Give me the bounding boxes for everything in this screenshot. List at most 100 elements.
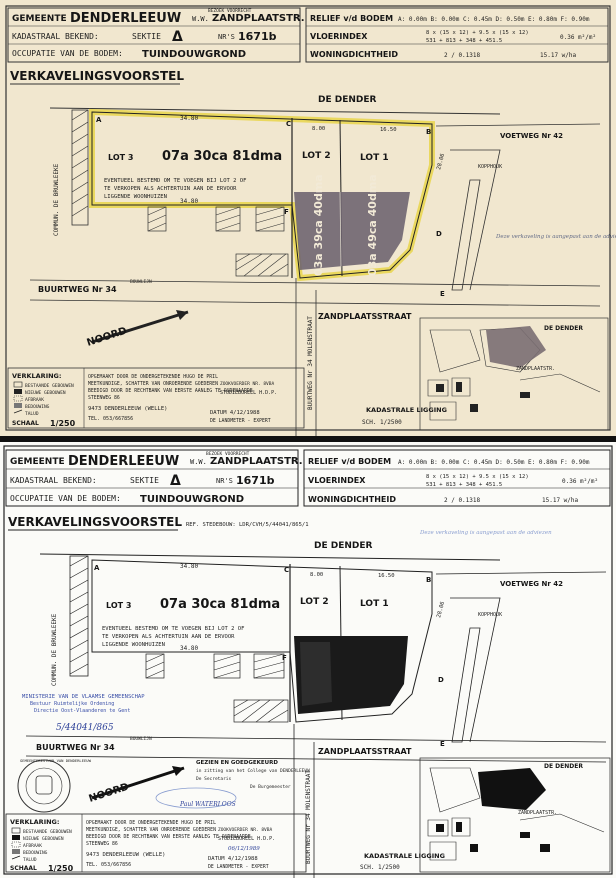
corner-d-b: D <box>438 676 444 684</box>
kadaster-scale-b: SCH. 1/2500 <box>360 864 400 871</box>
dim-top-b: 34.80 <box>180 563 198 570</box>
author-line3-b: BEEDIGD DOOR DE RECHTBANK VAN EERSTE AAN… <box>86 834 251 840</box>
vloerindex-denominator: 531 + 813 + 348 + 451.5 <box>426 38 502 44</box>
street-north: DE DENDER <box>318 95 377 105</box>
header-box <box>7 7 301 63</box>
street-vertical: BUURTWEG Nr 34 MOLENSTRAAT <box>307 316 314 410</box>
dichtheid-value: 15.17 w/ha <box>540 52 577 59</box>
vloerindex-label-b: VLOERINDEX <box>308 476 366 485</box>
lot3-area: 07a 30ca 81dma <box>162 149 282 164</box>
relief-label: RELIEF v/d BODEM <box>310 14 393 23</box>
inset-street-dender: DE DENDER <box>544 325 583 332</box>
author-date-b: DATUM 4/12/1988 <box>208 856 258 862</box>
approval-mayor: De Burgemeester <box>250 784 291 790</box>
author-line4: STEENWEG 86 <box>88 395 120 401</box>
dim-top: 34.80 <box>180 115 198 122</box>
wijk-value-b: ZANDPLAATSTR. <box>210 456 303 467</box>
stamp-title: MINISTERIE VAN DE VLAAMSE GEMEENSCHAP <box>22 694 145 700</box>
lot3-label: LOT 3 <box>108 153 133 162</box>
stamp-ref-number: 5/44041/865 <box>56 723 114 733</box>
author-line3: BEEDIGD DOOR DE RECHTBANK VAN EERSTE AAN… <box>88 388 253 394</box>
lot1-label-b: LOT 1 <box>360 599 389 609</box>
north-label-b: NOORD <box>88 782 131 805</box>
author-expert-b: DE LANDMETER - EXPERT <box>208 864 269 870</box>
lot3-note-1: EVENTUEEL BESTEMD OM TE VOEGEN BIJ LOT 2… <box>104 178 246 184</box>
sectie-value-b: Δ <box>170 473 181 489</box>
corner-f: F <box>284 208 289 216</box>
wijk-value: ZANDPLAATSTR. <box>212 13 305 24</box>
author-dossier: ZOOKVOERDER NR. 8VBA <box>220 381 274 387</box>
occupatie-value: TUINDOUWGROND <box>142 49 246 60</box>
seal-text: GEMEENTEBESTUUR VAN DENDERLEEUW <box>20 758 92 763</box>
occupatie-label: OCCUPATIE VAN DE BODEM: <box>12 49 123 58</box>
legend-item-3: BEDOUWING <box>25 404 50 410</box>
inset-cadastral-map <box>419 317 609 431</box>
kadaster-ligging: KADASTRALE LIGGING <box>366 406 447 414</box>
legend-item-2-b: AFBRAAK <box>23 843 42 849</box>
corner-c-b: C <box>284 566 289 574</box>
author-expert: DE LANDMETER - EXPERT <box>210 418 271 424</box>
gemeente-label: GEMEENTE <box>12 14 67 24</box>
gemeente-label-b: GEMEENTE <box>10 457 65 467</box>
dichtheid-label-b: WONINGDICHTHEID <box>308 495 396 504</box>
plan-title-b: VERKAVELINGSVOORSTEL <box>8 515 182 529</box>
legend-box-b <box>5 813 307 873</box>
legend-item-3-b: BEDOUWING <box>23 850 48 856</box>
lots-building-block <box>294 192 410 270</box>
inset-street-zandplaats: ZANDPLAATSTR. <box>516 366 555 372</box>
plan-drawing-top: GEMEENTE DENDERLEEUW W.W. ZANDPLAATSTR. … <box>5 5 616 436</box>
author-line5: 9473 DENDERLEEUW (WELLE) <box>88 406 167 412</box>
inset-street-zandplaats-b: ZANDPLAATSTR. <box>518 810 557 816</box>
lot2-label-b: LOT 2 <box>300 597 329 607</box>
existing-buildings-hatching-b <box>145 653 289 723</box>
lot2-label: LOT 2 <box>302 151 331 161</box>
author-phone: TEL. 053/667856 <box>88 416 133 422</box>
corner-e-b: E <box>440 740 445 748</box>
vloerindex-denominator-b: 531 + 813 + 348 + 451.5 <box>426 482 502 488</box>
legend-item-1: NIEUWE GEBOUWEN <box>25 390 66 396</box>
author-studio: STUDIEBUREEL H.D.P. <box>220 390 277 396</box>
kadaster-scale: SCH. 1/2500 <box>362 419 402 426</box>
legend-swatches-b <box>11 827 21 860</box>
corner-d: D <box>436 230 442 238</box>
vloerindex-label: VLOERINDEX <box>310 32 368 41</box>
gemeente-value-b: DENDERLEEUW <box>68 454 179 469</box>
blue-note-top: Deze verkaveling is aangepast aan de adv… <box>495 234 616 240</box>
scale-label-b: SCHAAL <box>10 865 37 872</box>
inset-street-dender-b: DE DENDER <box>544 763 583 770</box>
wijk-label-b: W.W. <box>190 458 207 466</box>
legend-title-b: VERKLARING: <box>10 818 59 826</box>
dim-lot1-top: 16.50 <box>380 127 397 133</box>
street-vertical-b: BUURTWEG Nr 34 MOLENSTRAAT <box>305 770 312 864</box>
legend-swatches <box>13 381 23 414</box>
ref-stedebouw: REF. STEDEBOUW: LDR/CVH/5/44041/865/1 <box>186 522 309 528</box>
occupatie-label-b: OCCUPATIE VAN DE BODEM: <box>10 494 121 503</box>
approval-college: in zitting van het College van DENDERLEE… <box>196 768 310 774</box>
wijk-label: W.W. <box>192 15 209 23</box>
dim-lot2-top: 8.00 <box>312 126 325 132</box>
dichtheid-formula-b: 2 / 0.1318 <box>444 497 481 504</box>
nrs-value: 1671b <box>238 30 277 43</box>
stamp-line2: Bestuur Ruimtelijke Ordening <box>30 701 114 707</box>
approval-signatory: Paul WATERLOOS <box>179 801 236 808</box>
municipal-seal <box>17 759 71 813</box>
koppeling-label-b: KOPPHOUK <box>478 612 502 618</box>
plan-drawing-bottom: GEMEENTE DENDERLEEUW W.W. ZANDPLAATSTR. … <box>3 445 613 878</box>
corner-b-b: B <box>426 576 431 584</box>
scale-value-b: 1/250 <box>48 864 74 873</box>
relief-box-b <box>303 449 611 507</box>
lot1-area: 03a 49ca 40dma <box>366 174 379 276</box>
nrs-label-b: NR'S <box>216 477 233 485</box>
dichtheid-formula: 2 / 0.1318 <box>444 52 481 59</box>
relief-label-b: RELIEF v/d BODEM <box>308 457 391 466</box>
sectie-label: SEKTIE <box>132 32 161 41</box>
author-phone-b: TEL. 053/667856 <box>86 862 131 868</box>
vloerindex-formula: 8 x (15 x 12) + 9.5 x (15 x 12) <box>426 30 529 36</box>
lot3-note-2: TE VERKOPEN ALS ACHTERTUIN AAN DE ERVOOR <box>104 186 237 192</box>
corner-b: B <box>426 128 431 136</box>
relief-values-b: A: 0.00m B: 0.00m C: 0.45m D: 0.50m E: 0… <box>398 459 590 466</box>
dim-east-b: 28.06 <box>436 601 446 619</box>
north-arrow <box>91 310 189 344</box>
vloerindex-value: 0.36 m²/m² <box>560 34 596 41</box>
vloerindex-formula-b: 8 x (15 x 12) + 9.5 x (15 x 12) <box>426 474 529 480</box>
